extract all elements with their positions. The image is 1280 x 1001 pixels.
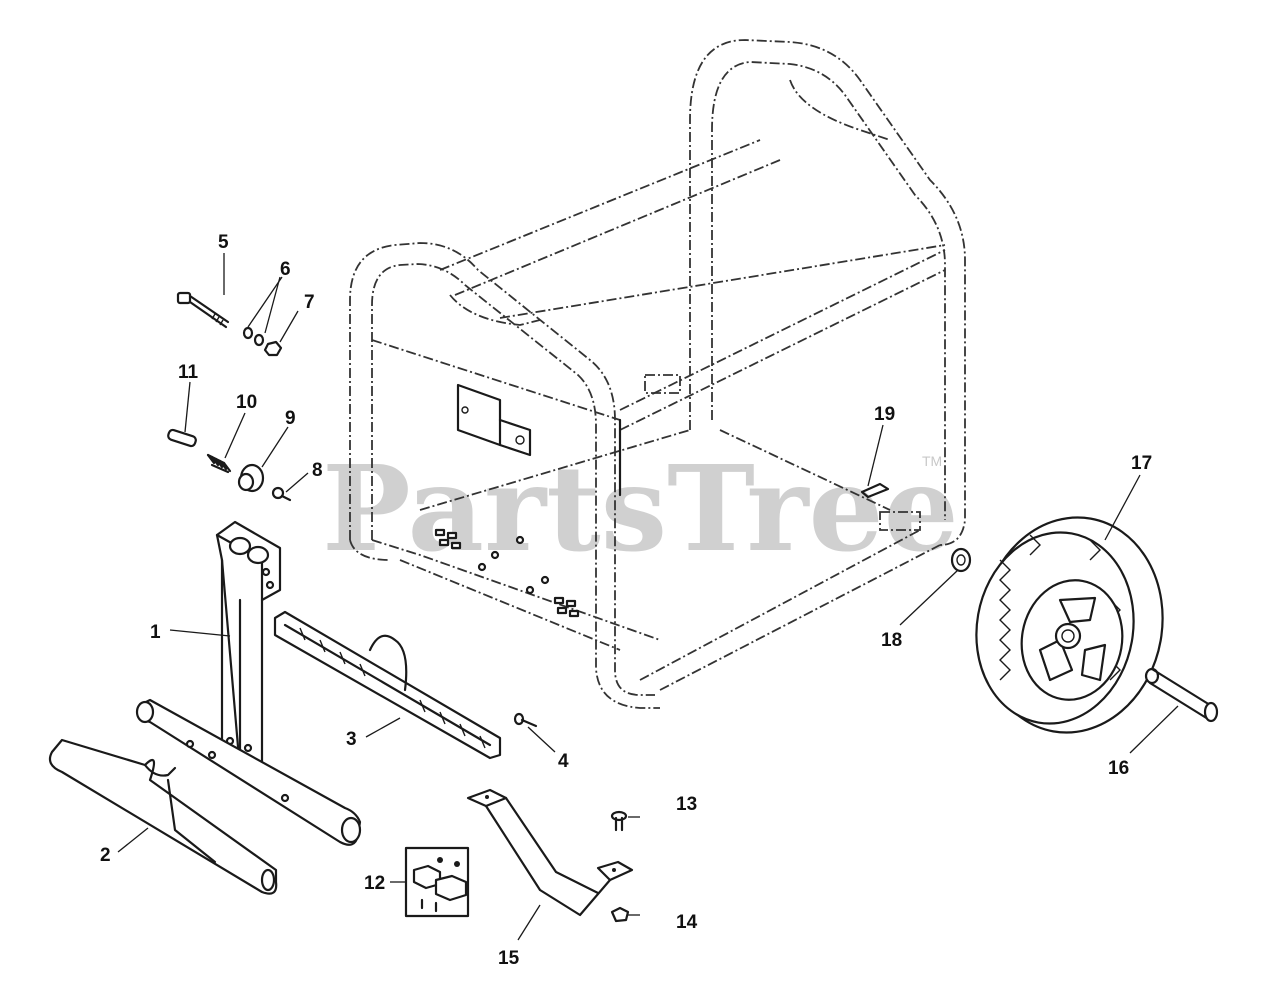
- callout-14: 14: [676, 912, 698, 933]
- callout-2: 2: [100, 845, 111, 866]
- callout-5: 5: [218, 232, 229, 253]
- engine-mount: [456, 383, 622, 497]
- foot-2: [48, 738, 278, 895]
- callout-19: 19: [874, 404, 895, 425]
- washer-6b: [253, 333, 265, 347]
- bumper-3: [273, 610, 502, 760]
- callout-6: 6: [280, 259, 291, 280]
- callout-10: 10: [236, 392, 257, 413]
- knob-9: [237, 463, 265, 493]
- base-slots: [434, 528, 580, 618]
- callout-16: 16: [1108, 758, 1129, 779]
- callout-4: 4: [558, 751, 569, 772]
- nut-7: [263, 340, 283, 357]
- callout-1: 1: [150, 622, 161, 643]
- pin-11: [167, 428, 197, 448]
- callout-17: 17: [1131, 453, 1152, 474]
- callout-9: 9: [285, 408, 296, 429]
- generator-frame: [349, 39, 966, 709]
- foot-kit-12: [404, 846, 470, 918]
- spring-10: [206, 453, 232, 474]
- screw-13: [610, 810, 628, 832]
- stand-leg-1: [215, 520, 282, 772]
- screw-8: [271, 486, 292, 502]
- callout-7: 7: [304, 292, 315, 313]
- callout-11: 11: [178, 362, 199, 383]
- crossbar-1: [135, 698, 362, 846]
- axle-16: [1144, 667, 1219, 723]
- callout-labels: 5 6 7 11 10 9 8 1 2 3 4 12 13 14 15 16 1…: [100, 232, 1152, 969]
- callout-3: 3: [346, 729, 357, 750]
- callout-8: 8: [312, 460, 323, 481]
- callout-13: 13: [676, 794, 697, 815]
- callout-15: 15: [498, 948, 520, 969]
- nut-14: [610, 906, 630, 923]
- callout-12: 12: [364, 873, 385, 894]
- screw-4: [513, 712, 538, 728]
- clip-19: [860, 482, 890, 499]
- wheel-17: [975, 516, 1164, 734]
- callout-18: 18: [881, 630, 902, 651]
- watermark-text: PartsTree: [322, 439, 959, 578]
- bolt-5: [176, 291, 230, 329]
- bracket-15: [466, 788, 634, 917]
- washer-18: [950, 547, 972, 573]
- washer-6a: [242, 326, 254, 340]
- leader-lines: [117, 253, 1179, 941]
- watermark-trademark: TM: [922, 453, 942, 469]
